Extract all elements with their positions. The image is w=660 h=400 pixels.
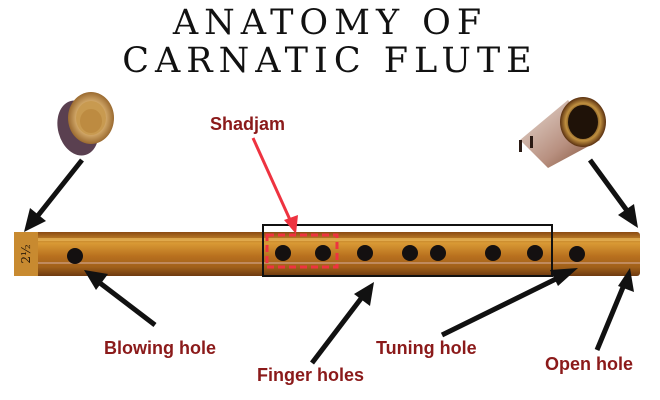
finger-hole-1	[275, 245, 291, 261]
finger-hole-7	[527, 245, 543, 261]
finger-hole-4	[402, 245, 418, 261]
blowing-end-photo	[57, 92, 114, 156]
arrow-finger-holes	[310, 290, 368, 365]
arrow-shadjam	[251, 137, 298, 234]
arrow-blowing-end	[34, 158, 84, 220]
label-finger-holes: Finger holes	[257, 365, 365, 385]
finger-hole-5	[430, 245, 446, 261]
label-tuning-hole: Tuning hole	[376, 338, 477, 358]
tuning-hole	[569, 246, 585, 262]
title-line-2: CARNATIC FLUTE	[122, 41, 538, 81]
finger-hole-6	[485, 245, 501, 261]
title-line-1: ANATOMY OF	[172, 3, 488, 43]
arrow-open-hole	[594, 279, 629, 351]
open-end-photo	[519, 97, 606, 168]
flute-holes	[67, 245, 585, 264]
label-open-hole: Open hole	[545, 354, 634, 374]
shadjam-highlight	[265, 233, 339, 269]
arrow-open-end	[587, 158, 631, 214]
finger-holes-box	[262, 224, 553, 277]
finger-hole-3	[357, 245, 373, 261]
label-shadjam: Shadjam	[210, 114, 286, 134]
blowing-hole	[67, 248, 83, 264]
arrow-tuning-hole	[440, 272, 566, 338]
size-marking: 2½	[19, 244, 33, 263]
arrows	[24, 158, 638, 365]
label-blowing-hole: Blowing hole	[104, 338, 216, 358]
finger-hole-2	[315, 245, 331, 261]
arrow-blowing-hole	[94, 278, 157, 327]
